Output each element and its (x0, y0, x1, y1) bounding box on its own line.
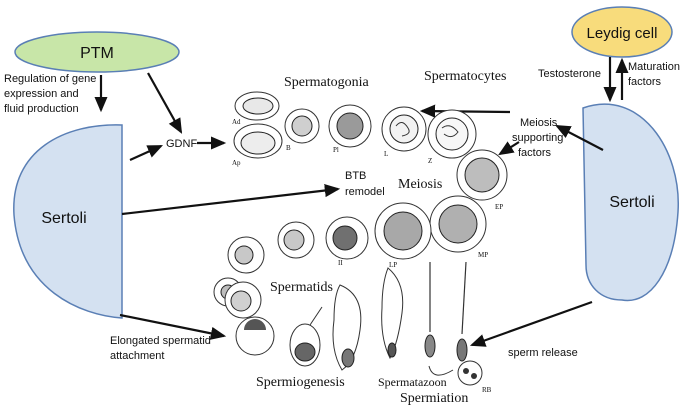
ptm-regulation-line2: expression and (4, 88, 79, 100)
arrow-meiosis-support-to-ep (498, 141, 520, 156)
btb-line1: BTB (345, 170, 366, 182)
meiosis-support-line3: factors (518, 147, 552, 159)
elongated-line2: attachment (110, 350, 164, 362)
cell-mp-label: MP (478, 251, 488, 259)
residual-body: RB (457, 360, 492, 394)
leydig-cell: Leydig cell (571, 6, 673, 58)
spermatogonia-heading: Spermatogonia (284, 75, 370, 90)
gdnf-label: GDNF (166, 138, 197, 150)
maturation-text: Maturation factors (628, 61, 683, 88)
cell-pl-label: Pl (333, 146, 339, 154)
testosterone-label: Testosterone (538, 68, 601, 80)
sertoli-right-label: Sertoli (609, 194, 654, 211)
maturation-line2: factors (628, 76, 662, 88)
meiosis-support-line2: supporting (512, 132, 563, 144)
sertoli-right: Sertoli (582, 103, 679, 302)
btb-line2: remodel (345, 186, 385, 198)
cell-ap: Ap (232, 123, 283, 167)
ptm-ellipse (14, 31, 180, 73)
cell-lp: LP (374, 202, 432, 269)
cell-ep: EP (456, 149, 508, 211)
cell-ap-label: Ap (232, 159, 241, 167)
arrow-meiosis-support-to-spermatocytes (419, 104, 511, 118)
ptm-regulation-text: Regulation of gene expression and fluid … (4, 73, 99, 115)
sertoli-left: Sertoli (13, 124, 123, 319)
spermatozoon-heading: Spermatazoon (378, 375, 447, 389)
elongated-text: Elongated spermatid attachment (110, 335, 214, 362)
leydig-label: Leydig cell (587, 25, 658, 42)
cell-ep-label: EP (495, 203, 503, 211)
arrow-sperm-release (469, 300, 593, 347)
arrow-sertoli-to-gdnf (129, 144, 164, 162)
spermiogenesis-cells (289, 267, 404, 371)
cell-z: Z (427, 109, 477, 165)
cell-mp: MP (429, 195, 488, 259)
cell-rb-label: RB (482, 386, 492, 394)
spermiogenesis-heading: Spermiogenesis (256, 375, 345, 390)
meiosis-support-text: Meiosis supporting factors (512, 117, 566, 159)
cell-ii-label: II (338, 259, 343, 267)
spermiation-heading: Spermiation (400, 391, 468, 406)
cell-ad-label: Ad (232, 118, 241, 126)
ptm-regulation-line3: fluid production (4, 103, 79, 115)
sertoli-left-shape (13, 124, 123, 319)
spermatids-heading: Spermatids (270, 280, 333, 295)
ptm-regulation-line1: Regulation of gene (4, 73, 96, 85)
arrow-sertoli-to-btb (121, 183, 341, 216)
spermatocytes-heading: Spermatocytes (424, 69, 506, 84)
cell-pl: Pl (328, 104, 372, 154)
cell-lp-label: LP (389, 261, 397, 269)
cell-l: L (381, 106, 427, 158)
arrow-ptm-to-gdnf (147, 72, 183, 134)
cell-z-label: Z (428, 157, 432, 165)
leydig-ellipse (571, 6, 673, 58)
sperm-release-label: sperm release (508, 347, 578, 359)
meiosis-heading: Meiosis (398, 177, 442, 192)
sertoli-right-shape (582, 103, 679, 302)
btb-text: BTB remodel (345, 170, 385, 198)
ptm-label: PTM (80, 45, 114, 62)
sertoli-left-label: Sertoli (41, 210, 86, 227)
arrow-sertoli-to-elongated (119, 313, 227, 340)
cell-ii: II (325, 216, 369, 267)
meiosis-support-line1: Meiosis (520, 117, 558, 129)
spermatid-cells (213, 221, 315, 356)
maturation-line1: Maturation (628, 61, 680, 73)
cell-b-label: B (286, 144, 291, 152)
ptm-cell: PTM (14, 31, 180, 73)
elongated-line1: Elongated spermatid (110, 335, 211, 347)
cell-b: B (284, 108, 320, 152)
cell-l-label: L (384, 150, 388, 158)
spermatozoa (424, 261, 468, 376)
arrow-sertoli-to-meiosis-support (555, 124, 604, 151)
cell-ad: Ad (232, 91, 280, 126)
